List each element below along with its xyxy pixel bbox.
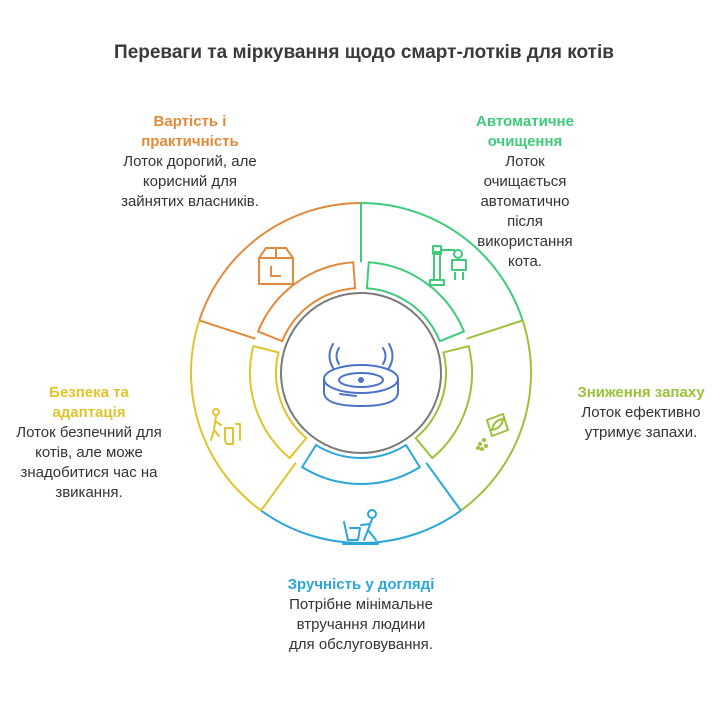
- ring-inner-band-odor: [414, 344, 473, 460]
- ring-inner-band-cost: [256, 261, 357, 343]
- ring-outer-arc-cost: [198, 202, 362, 321]
- segment-cost-title: Вартість і практичність: [141, 113, 239, 150]
- segment-care-desc: Потрібне мінімальне втручання людини для…: [289, 596, 433, 653]
- segment-care-title: Зручність у догляді: [287, 576, 435, 593]
- ring-outer-arc-odor: [460, 320, 532, 512]
- segment-odor-desc: Лоток ефективно утримує запахи.: [581, 404, 701, 441]
- leaf-spray-icon: [476, 413, 509, 451]
- segment-auto: Автоматичне очищення Лоток очищається ав…: [462, 112, 588, 272]
- person-cleaning-icon: [342, 509, 379, 545]
- segment-odor-title: Зниження запаху: [577, 384, 705, 401]
- ring-outer-arc-care: [260, 509, 462, 544]
- segment-safety-title: Безпека та адаптація: [49, 384, 129, 421]
- ring-outer-arc-safety: [190, 320, 262, 512]
- ring-inner-band-care: [300, 443, 422, 485]
- robot-arm-icon: [429, 245, 467, 286]
- ring-divider-safety: [260, 462, 297, 512]
- ring-divider-cost: [199, 319, 256, 340]
- ring-divider-odor: [466, 319, 523, 340]
- segment-safety-desc: Лоток безпечний для котів, але може знад…: [16, 424, 162, 501]
- segment-cost: Вартість і практичність Лоток дорогий, а…: [120, 112, 260, 212]
- segment-auto-desc: Лоток очищається автоматично після викор…: [477, 153, 573, 270]
- smart-litter-box-icon: [323, 343, 399, 408]
- segment-auto-title: Автоматичне очищення: [476, 113, 574, 150]
- segment-care: Зручність у догляді Потрібне мінімальне …: [286, 575, 436, 655]
- person-toilet-icon: [210, 408, 241, 445]
- segment-safety: Безпека та адаптація Лоток безпечний для…: [16, 383, 162, 503]
- segment-odor: Зниження запаху Лоток ефективно утримує …: [566, 383, 716, 443]
- ring-inner-band-safety: [249, 344, 308, 460]
- box-icon: [258, 247, 294, 285]
- ring-outer-arc-auto: [360, 202, 524, 321]
- ring-divider-care: [425, 462, 462, 512]
- segment-cost-desc: Лоток дорогий, але корисний для зайнятих…: [121, 153, 259, 210]
- ring-inner-band-auto: [365, 261, 466, 343]
- diagram-title: Переваги та міркування щодо смарт-лотків…: [114, 42, 614, 63]
